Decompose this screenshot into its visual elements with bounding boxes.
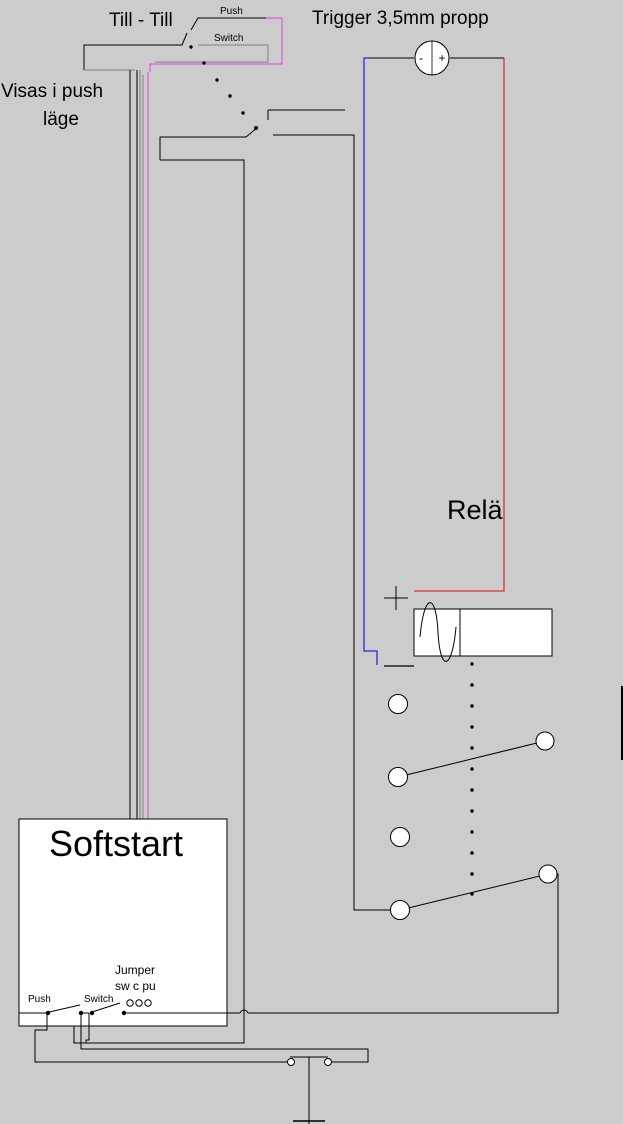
- jack-plus-sign: +: [438, 51, 445, 65]
- trigger-positive-wire: [414, 58, 505, 592]
- jumper-terminals: [126, 999, 152, 1007]
- push-bottom-label: Push: [28, 994, 51, 1005]
- relay: [384, 586, 553, 667]
- relay-contacts: [388, 694, 558, 920]
- push-top-label: Push: [220, 6, 243, 17]
- secondary-switch: [73, 109, 392, 1044]
- relay-coil: [413, 608, 553, 657]
- softstart-switch-wiring: [19, 1002, 369, 1063]
- trigger-jack-label: Trigger 3,5mm propp: [312, 8, 489, 29]
- jumper-label-line1: Jumper: [115, 963, 155, 977]
- mechanical-link-dots-top: [189, 45, 245, 115]
- ac-sine-icon: [419, 602, 457, 662]
- bottom-push-button: [287, 1056, 332, 1124]
- jumper-label-line2: sw c pu: [115, 979, 156, 993]
- rela-label: Relä: [447, 495, 504, 525]
- visas-label-line1: Visas i push: [1, 81, 103, 102]
- relay-link-dots: [470, 662, 474, 896]
- jack-minus-sign: -: [419, 51, 423, 65]
- softstart-label: Softstart: [49, 823, 183, 864]
- visas-label-line2: läge: [43, 109, 79, 130]
- relay-output-wire: [227, 873, 559, 1014]
- top-selector-switch: [83, 17, 283, 72]
- softstart-box: [18, 818, 228, 1027]
- trigger-jack: - +: [368, 40, 504, 76]
- switch-bottom-label: Switch: [84, 994, 113, 1005]
- trigger-negative-wire: [363, 57, 378, 665]
- till-till-label: Till - Till: [109, 10, 173, 31]
- switch-top-label: Switch: [214, 33, 243, 44]
- push-link-wire: [149, 17, 283, 72]
